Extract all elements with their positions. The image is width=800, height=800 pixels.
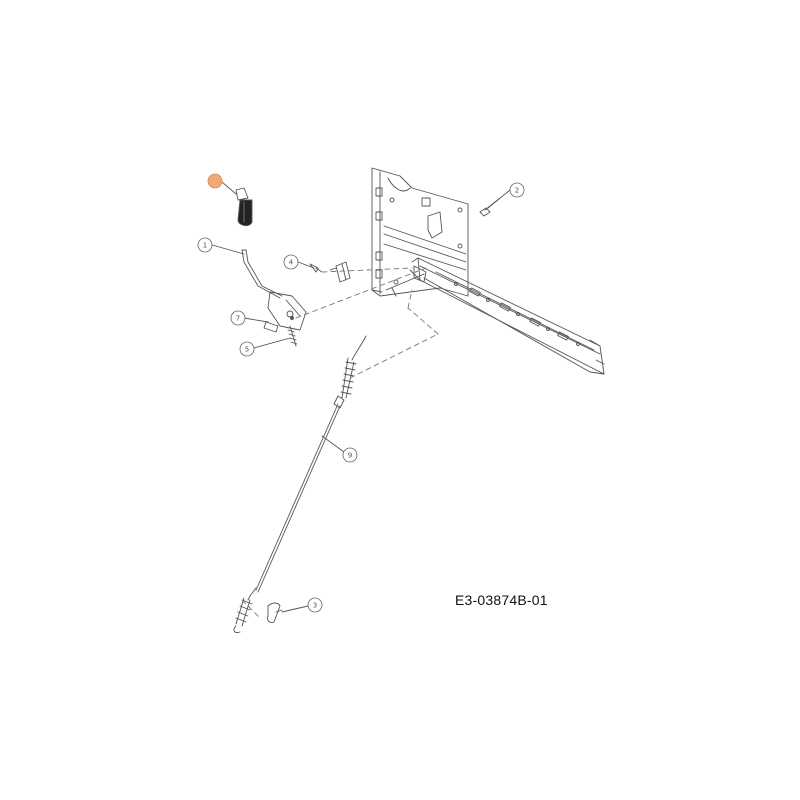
grip-handle <box>235 187 253 227</box>
callout-3[interactable]: 3 <box>307 597 323 613</box>
channel-rail <box>409 257 605 375</box>
control-lever <box>241 249 307 347</box>
assembly-lines <box>241 267 439 619</box>
callout-7[interactable]: 7 <box>230 310 246 326</box>
callout-2[interactable]: 2 <box>509 182 525 198</box>
callout-9-label: 9 <box>348 452 352 460</box>
control-cable <box>233 335 367 633</box>
callout-3-label: 3 <box>313 602 317 610</box>
leader-lines <box>211 181 511 613</box>
callout-1-label: 1 <box>203 242 207 250</box>
callout-5-label: 5 <box>245 346 249 354</box>
callout-9[interactable]: 9 <box>342 447 358 463</box>
callout-1[interactable]: 1 <box>197 237 213 253</box>
cable-end-fitting <box>385 265 427 297</box>
hairpin-clip <box>267 602 283 623</box>
callout-5[interactable]: 5 <box>239 341 255 357</box>
callout-2-label: 2 <box>515 187 519 195</box>
screw-part <box>309 263 323 273</box>
callout-4-label: 4 <box>289 259 294 267</box>
drawing-code: E3-03874B-01 <box>455 592 548 608</box>
frame-plate <box>371 167 469 297</box>
callout-highlighted[interactable] <box>207 173 223 189</box>
callout-7-label: 7 <box>236 315 240 323</box>
bracket-part <box>329 261 351 283</box>
callout-4[interactable]: 4 <box>283 254 299 270</box>
